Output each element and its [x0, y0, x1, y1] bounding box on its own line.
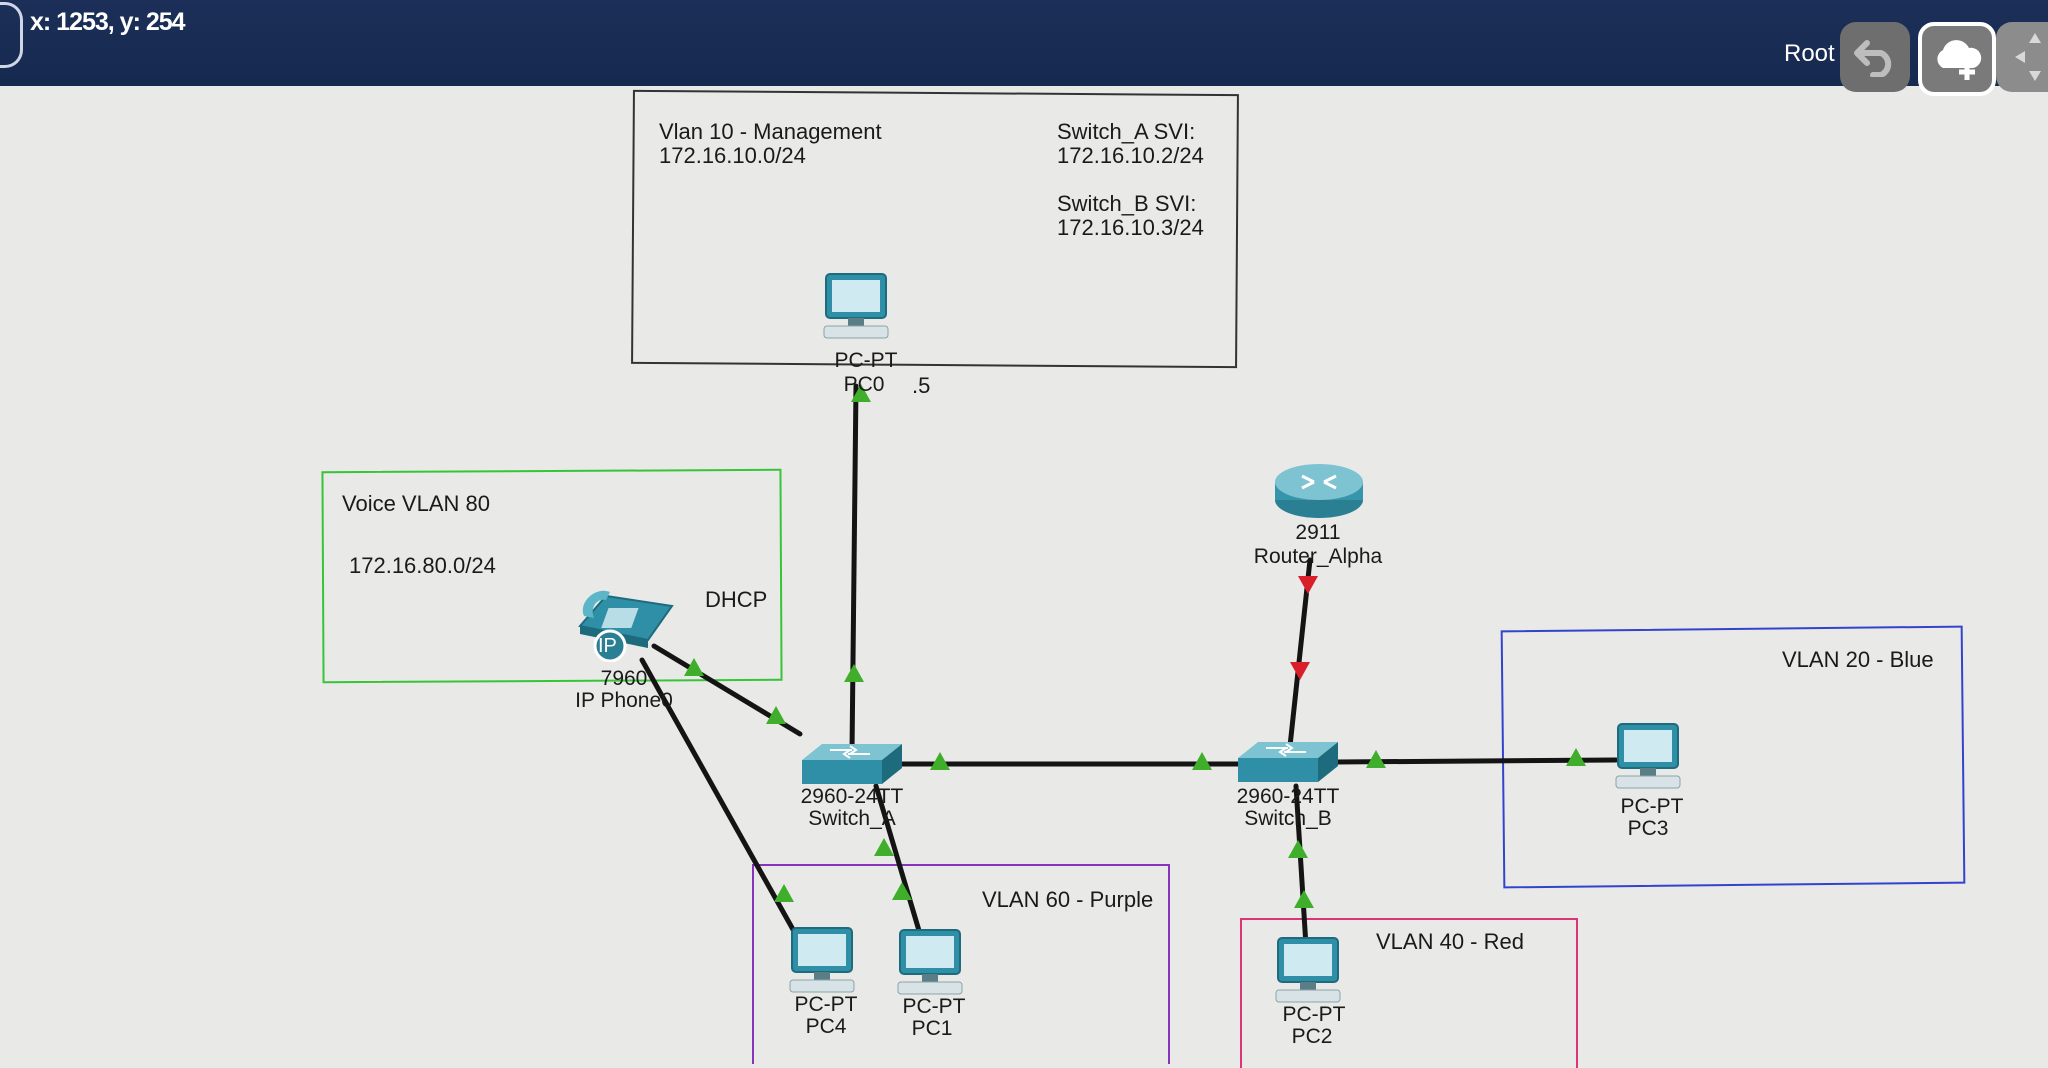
link-pc0-switch-a[interactable]	[849, 383, 859, 755]
link-status-down-icon	[1290, 662, 1310, 680]
vlan20-title: VLAN 20 - Blue	[1782, 647, 1934, 672]
link-status-up-icon	[1294, 890, 1314, 908]
pc1-model: PC-PT	[902, 995, 966, 1018]
pc3-computer-icon[interactable]	[1610, 722, 1688, 792]
pc1-computer-icon[interactable]	[892, 928, 970, 998]
link-status-up-icon	[684, 658, 704, 676]
link-status-down-icon	[1298, 576, 1318, 594]
router-name: Router_Alpha	[1253, 545, 1383, 568]
vlan40-title: VLAN 40 - Red	[1376, 929, 1524, 954]
pan-arrows-icon	[2015, 33, 2041, 81]
dhcp-note: DHCP	[705, 587, 768, 612]
link-status-up-icon	[851, 384, 871, 402]
switch-a-svi-note: Switch_A SVI: 172.16.10.2/24	[1057, 119, 1204, 168]
link-status-up-icon	[766, 706, 786, 724]
router-model: 2911	[1295, 521, 1341, 544]
pc1-name: PC1	[911, 1017, 953, 1040]
vlan60-title: VLAN 60 - Purple	[982, 887, 1154, 912]
pc2-model: PC-PT	[1282, 1003, 1346, 1026]
link-status-up-icon	[1192, 752, 1212, 770]
voice-vlan-title: Voice VLAN 80	[342, 491, 490, 516]
cursor-coordinates: x: 1253, y: 254	[30, 8, 186, 36]
switch-a-name: Switch_A	[808, 807, 896, 830]
switch-b-icon[interactable]	[1236, 736, 1340, 788]
pc2-name: PC2	[1291, 1025, 1333, 1048]
link-switch-b-pc2[interactable]	[1293, 783, 1309, 949]
voice-vlan-subnet: 172.16.80.0/24	[349, 553, 496, 578]
pc0-model: PC-PT	[834, 349, 898, 372]
pc3-name: PC3	[1627, 817, 1669, 840]
undo-button[interactable]	[1840, 22, 1910, 92]
link-status-up-icon	[774, 884, 794, 902]
network-canvas[interactable]: Vlan 10 - Management 172.16.10.0/24 Swit…	[0, 86, 2048, 1068]
pc0-computer-icon[interactable]	[818, 272, 896, 342]
link-status-up-icon	[844, 664, 864, 682]
zone-vlan60-purple[interactable]	[752, 864, 1170, 1064]
ip-phone-icon[interactable]	[566, 582, 676, 662]
link-phone-pc4[interactable]	[639, 657, 803, 945]
pc4-computer-icon[interactable]	[784, 926, 862, 996]
link-layer	[639, 383, 1619, 949]
pc2-computer-icon[interactable]	[1270, 936, 1348, 1006]
ip-phone-model: 7960	[600, 667, 648, 690]
link-status-up-icon	[1366, 750, 1386, 768]
link-status-up-icon	[1288, 840, 1308, 858]
link-status-up-icon	[892, 882, 912, 900]
cloud-add-button[interactable]	[1918, 22, 1996, 96]
pc4-model: PC-PT	[794, 993, 858, 1016]
pc4-name: PC4	[805, 1015, 847, 1038]
pc0-host-note: .5	[912, 373, 931, 398]
coordinate-tab[interactable]	[0, 2, 23, 68]
ip-phone-badge: IP	[598, 635, 617, 657]
switch-b-model: 2960-24TT	[1236, 785, 1340, 808]
router-icon[interactable]	[1272, 460, 1366, 520]
undo-icon	[1854, 40, 1892, 77]
switch-b-svi-note: Switch_B SVI: 172.16.10.3/24	[1057, 191, 1204, 240]
pan-navigation-button[interactable]	[1996, 22, 2048, 92]
pc0-name: PC0	[843, 373, 885, 396]
link-status-up-icon	[930, 752, 950, 770]
link-status-up-icon	[1566, 748, 1586, 766]
root-workspace-label[interactable]: Root	[1784, 40, 1835, 67]
ip-phone-name: IP Phone0	[575, 689, 673, 712]
pc3-model: PC-PT	[1620, 795, 1684, 818]
vlan10-title: Vlan 10 - Management	[659, 119, 882, 144]
top-toolbar: x: 1253, y: 254 Root	[0, 0, 2048, 96]
cloud-add-icon	[1937, 40, 1982, 80]
switch-b-name: Switch_B	[1244, 807, 1332, 830]
link-switch-a-pc1[interactable]	[873, 783, 923, 937]
vlan10-subnet: 172.16.10.0/24	[659, 143, 806, 168]
link-status-up-icon	[874, 838, 894, 856]
zone-vlan40-red[interactable]	[1240, 918, 1578, 1068]
switch-a-icon[interactable]	[800, 738, 904, 790]
switch-a-model: 2960-24TT	[800, 785, 904, 808]
